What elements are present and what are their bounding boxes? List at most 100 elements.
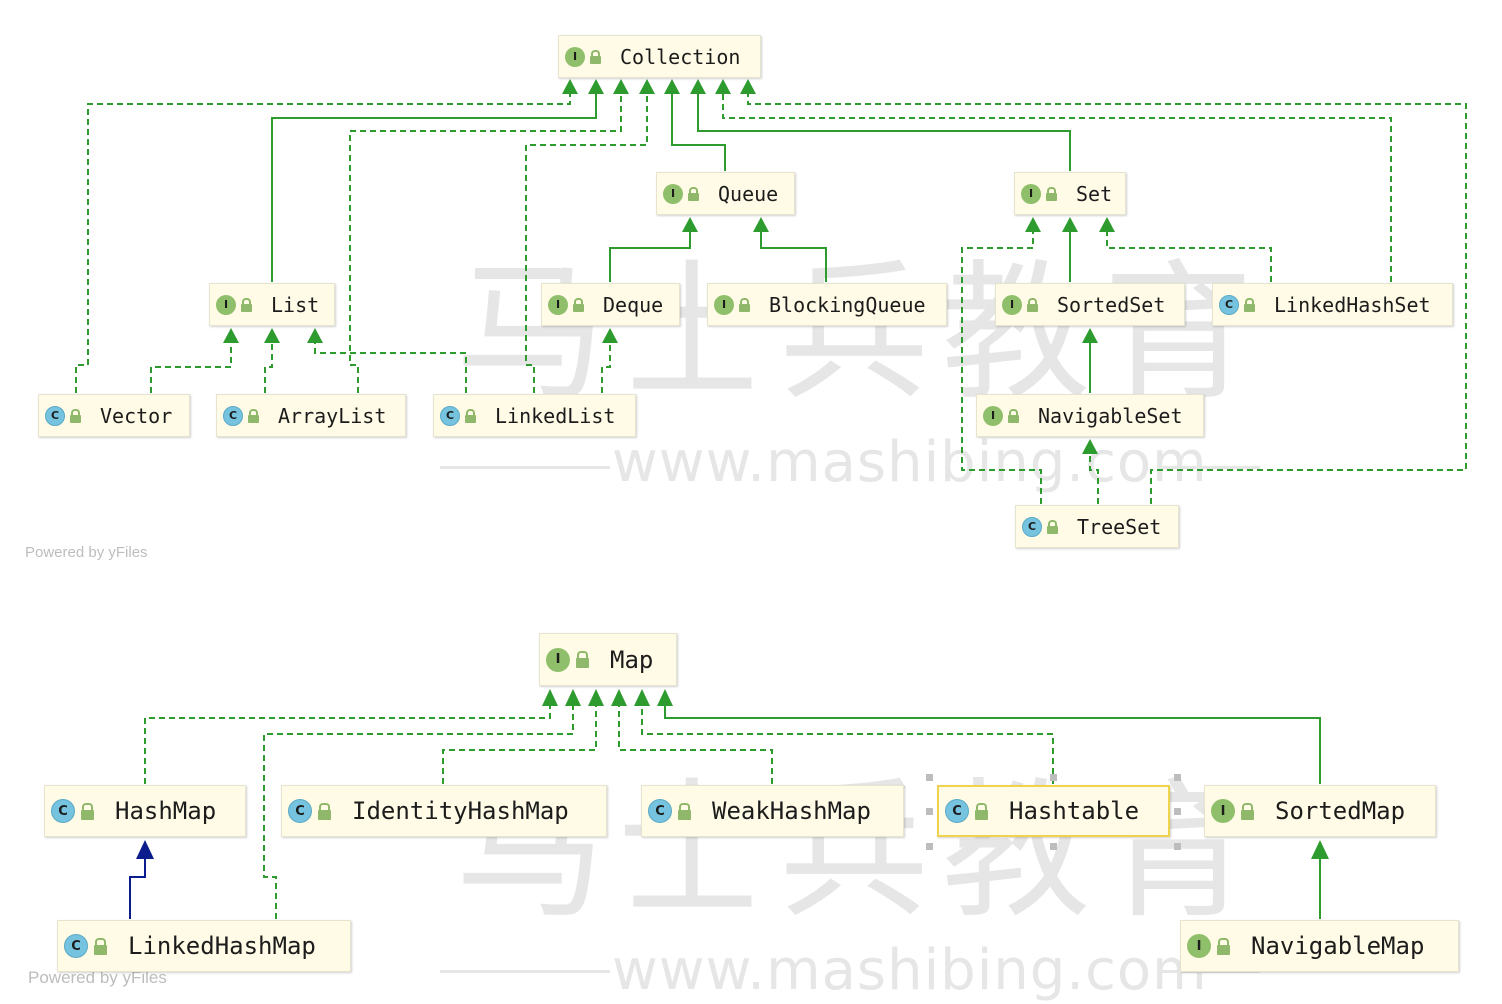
public-lock-icon [1027,297,1041,312]
public-lock-icon [1244,297,1258,312]
arrow-head [264,328,280,343]
arrow-head [565,689,581,706]
node-label: Deque [603,292,664,317]
interface-badge-icon: I [714,294,734,315]
public-lock-icon [590,49,604,64]
class-badge-icon: C [64,934,88,958]
arrow-head [613,79,629,94]
public-lock-icon [688,186,702,201]
public-lock-icon [81,802,97,820]
node-linkedlist[interactable]: C LinkedList [433,394,636,437]
edge-arraylist-collection [349,94,622,393]
node-list[interactable]: I List [209,283,335,326]
node-vector[interactable]: C Vector [38,394,190,437]
edge-linkedlist-deque [601,341,611,393]
public-lock-icon [1217,937,1233,955]
node-label: TreeSet [1077,514,1162,539]
arrow-head [562,79,578,94]
edge-list-collection [271,94,597,282]
arrow-head [542,689,558,706]
edge-vector-list [150,341,232,393]
edge-treeset-navigableset [1089,452,1099,504]
node-linkedhashmap[interactable]: C LinkedHashMap [57,920,351,972]
edge-hashtable-map [641,704,1054,784]
class-badge-icon: C [288,799,312,823]
arrow-head [664,79,680,94]
edge-weakhashmap-map [618,704,773,784]
edge-hashmap-map [144,704,551,784]
class-badge-icon: C [51,799,75,823]
interface-badge-icon: I [1211,799,1235,823]
arrow-head-blue [136,840,154,859]
arrow-head [690,79,706,94]
interface-badge-icon: I [216,294,236,315]
watermark-chinese-top: 马士兵教育 [455,247,1266,421]
edge-linkedhashset-set [1106,230,1272,282]
node-label: LinkedList [495,403,616,428]
watermark-rule-left-bottom [440,970,610,973]
node-weakhashmap[interactable]: C WeakHashMap [641,785,904,837]
arrow-head [639,79,655,94]
node-label: List [271,292,320,317]
interface-badge-icon: I [546,647,570,672]
node-sortedset[interactable]: I SortedSet [995,283,1185,326]
node-blockingqueue[interactable]: I BlockingQueue [707,283,947,326]
node-label: IdentityHashMap [352,797,569,825]
node-label: Queue [718,181,779,206]
node-queue[interactable]: I Queue [656,172,795,215]
public-lock-icon [318,802,334,820]
class-badge-icon: C [223,405,243,426]
node-label: Hashtable [1009,797,1140,825]
public-lock-icon [1241,802,1257,820]
node-linkedhashset[interactable]: C LinkedHashSet [1212,283,1453,326]
public-lock-icon [678,802,694,820]
arrow-head [307,328,323,343]
arrow-head [740,79,756,94]
class-badge-icon: C [440,405,460,426]
node-label: Vector [100,403,173,428]
node-deque[interactable]: I Deque [541,283,680,326]
public-lock-icon [739,297,753,312]
node-set[interactable]: I Set [1014,172,1126,215]
edge-treeset-set [961,230,1042,504]
edge-queue-collection [671,94,726,171]
node-treeset[interactable]: C TreeSet [1015,505,1179,548]
interface-badge-icon: I [1021,183,1041,204]
node-hashtable[interactable]: C Hashtable [937,785,1170,837]
node-arraylist[interactable]: C ArrayList [216,394,406,437]
node-label: SortedSet [1057,292,1166,317]
public-lock-icon [1008,408,1022,423]
arrow-head [602,328,618,343]
node-collection[interactable]: I Collection [558,35,761,78]
node-navigablemap[interactable]: I NavigableMap [1180,920,1459,972]
arrow-head [1082,328,1098,343]
arrow-head [1311,840,1329,859]
public-lock-icon [241,297,255,312]
arrow-head [753,217,769,232]
node-label: NavigableSet [1038,403,1183,428]
edge-vector-collection [75,82,571,393]
public-lock-icon [573,297,587,312]
arrow-head [611,689,627,706]
edge-linkedlist-collection [525,94,648,393]
arrow-head [588,79,604,94]
selection-handles [926,774,1181,850]
arrow-head [588,689,604,706]
edge-arraylist-list [264,341,273,393]
node-sortedmap[interactable]: I SortedMap [1204,785,1436,837]
node-map[interactable]: I Map [539,633,677,686]
node-identityhashmap[interactable]: C IdentityHashMap [281,785,607,837]
arrow-head [715,79,731,94]
arrow-head [1099,217,1115,232]
node-hashmap[interactable]: C HashMap [44,785,246,837]
node-navigableset[interactable]: I NavigableSet [976,394,1204,437]
edge-linkedhashset-collection [722,94,1392,282]
node-label: NavigableMap [1251,932,1425,960]
public-lock-icon [975,802,991,820]
arrow-head [682,217,698,232]
node-label: HashMap [115,797,217,825]
edge-linkedhashmap-map [263,704,574,919]
edge-deque-queue [609,230,691,282]
arrow-head [1025,217,1041,232]
